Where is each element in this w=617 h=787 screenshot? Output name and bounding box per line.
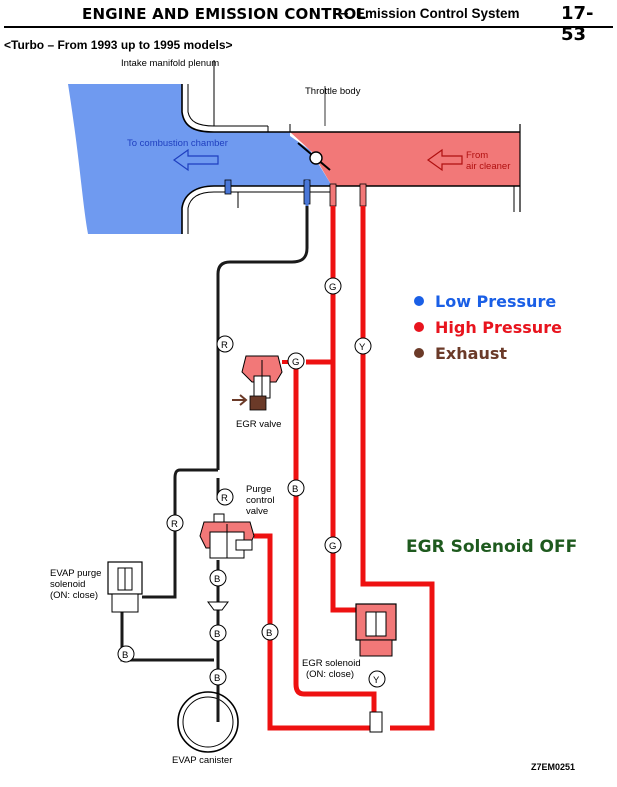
svg-text:B: B	[214, 673, 220, 684]
flow-arrow-left-icon	[172, 148, 219, 172]
purge-control-valve	[199, 513, 255, 559]
page-number: 17-53	[561, 3, 594, 45]
hose-marker-r-3: R	[166, 514, 184, 532]
purge-valve-label-3: valve	[246, 506, 268, 517]
section-title: ENGINE AND EMISSION CONTROL	[82, 5, 367, 23]
svg-text:Y: Y	[373, 675, 380, 686]
svg-text:B: B	[214, 629, 220, 640]
svg-text:R: R	[171, 519, 178, 530]
evap-purge-solenoid	[107, 561, 160, 613]
hose-marker-b-6: B	[261, 623, 279, 641]
svg-text:B: B	[122, 650, 128, 661]
model-note: <Turbo – From 1993 up to 1995 models>	[4, 38, 233, 52]
evap-purge-label-2: solenoid	[50, 579, 85, 590]
solenoid-status: EGR Solenoid OFF	[406, 537, 578, 557]
high-pressure-dot-icon	[414, 322, 424, 332]
egr-solenoid-label-1: EGR solenoid	[302, 658, 361, 669]
flow-arrow-right-icon	[426, 148, 463, 172]
hose-marker-y-1: Y	[354, 337, 372, 355]
hose-marker-b-1: B	[287, 479, 305, 497]
legend-label: Low Pressure	[435, 291, 557, 311]
inline-filter	[207, 601, 229, 611]
egr-solenoid-label-2: (ON: close)	[306, 669, 354, 680]
svg-text:B: B	[214, 574, 220, 585]
svg-text:B: B	[266, 628, 272, 639]
evap-canister	[177, 691, 239, 753]
exhaust-dot-icon	[414, 348, 424, 358]
purge-valve-label-2: control	[246, 495, 275, 506]
hose-marker-g-1: G	[324, 277, 342, 295]
hose-marker-r-1: R	[216, 335, 234, 353]
svg-text:R: R	[221, 340, 228, 351]
egr-solenoid	[355, 603, 397, 657]
evap-canister-label: EVAP canister	[172, 755, 232, 766]
intake-duct	[68, 60, 521, 234]
svg-text:Y: Y	[359, 342, 366, 353]
hose-marker-b-4: B	[209, 668, 227, 686]
legend-label: High Pressure	[435, 317, 562, 337]
hose-code-markers: G G G Y Y R R R B B B B B B	[117, 277, 386, 688]
header-dash: –	[340, 5, 349, 22]
hose-marker-b-2: B	[209, 569, 227, 587]
hose-marker-y-2: Y	[368, 670, 386, 688]
svg-text:G: G	[329, 541, 336, 552]
header-rule	[4, 26, 613, 28]
hose-marker-r-2: R	[216, 488, 234, 506]
legend-item-high-pressure: High Pressure	[414, 314, 562, 340]
hose-marker-b-3: B	[209, 624, 227, 642]
to-combustion-label: To combustion chamber	[127, 138, 228, 149]
from-air-label-2: air cleaner	[466, 161, 510, 172]
hose-marker-g-2: G	[287, 352, 305, 370]
low-pressure-dot-icon	[414, 296, 424, 306]
section-subtitle: Emission Control System	[356, 6, 520, 21]
purge-valve-label-1: Purge	[246, 484, 271, 495]
page-header: ENGINE AND EMISSION CONTROL – Emission C…	[0, 0, 617, 45]
svg-text:G: G	[292, 357, 299, 368]
figure-code: Z7EM0251	[531, 762, 576, 772]
from-air-label-1: From	[466, 150, 488, 161]
svg-text:B: B	[292, 484, 298, 495]
red-hoses	[254, 206, 435, 731]
egr-valve	[232, 355, 296, 411]
intake-plenum-label: Intake manifold plenum	[121, 58, 219, 69]
hose-marker-g-3: G	[324, 536, 342, 554]
svg-text:R: R	[221, 493, 228, 504]
legend-label: Exhaust	[435, 343, 507, 363]
legend-item-exhaust: Exhaust	[414, 340, 562, 366]
pressure-legend: Low Pressure High Pressure Exhaust	[414, 288, 562, 366]
low-pressure-zone	[68, 84, 332, 234]
legend-item-low-pressure: Low Pressure	[414, 288, 562, 314]
egr-valve-label: EGR valve	[236, 419, 281, 430]
high-pressure-zone	[290, 132, 520, 186]
svg-text:G: G	[329, 282, 336, 293]
evap-purge-label-3: (ON: close)	[50, 590, 98, 601]
throttle-shaft	[309, 151, 323, 165]
exhaust-arrow-icon	[232, 394, 248, 406]
egr-tee-fitting	[369, 711, 383, 733]
throttle-body-label: Throttle body	[305, 86, 361, 97]
hose-marker-b-5: B	[117, 645, 135, 663]
evap-purge-label-1: EVAP purge	[50, 568, 101, 579]
